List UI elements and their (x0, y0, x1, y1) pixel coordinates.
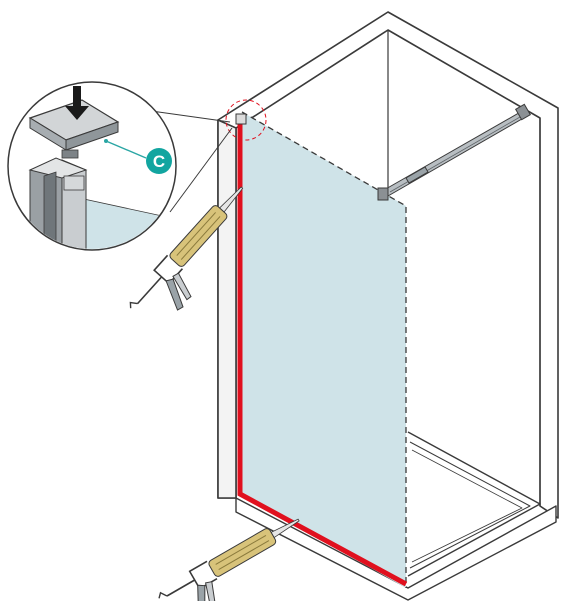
tray-rim-inner-2 (411, 449, 523, 563)
profile-cap-block (235, 113, 247, 125)
glass-panel (241, 111, 407, 588)
callout-letter: C (153, 152, 165, 171)
caulking-gun-icon (129, 186, 244, 311)
gun-trigger (172, 272, 192, 301)
down-arrow-icon (65, 86, 89, 120)
caulking-gun-icon (158, 518, 300, 601)
tray-rim-top (407, 431, 541, 577)
detail-highlight-circle (225, 99, 267, 141)
shower-tray (235, 431, 557, 601)
gun-cartridge-stripe (176, 212, 216, 256)
glass-dashed-edge (241, 111, 407, 588)
gun-cartridge (208, 528, 277, 577)
gun-plunger-rod (166, 579, 196, 597)
glass-pane (242, 112, 406, 588)
inset-cap-tab (61, 149, 79, 159)
stabiliser-bar (377, 103, 532, 201)
gun-cartridge-stripe-2 (218, 540, 270, 571)
gun-cartridge (169, 205, 228, 267)
gun-plunger-hook (158, 591, 168, 599)
sealant-line (237, 124, 408, 587)
badge-leader-dot (104, 139, 108, 143)
tray-outer (235, 497, 557, 601)
gun-cartridge-stripe-2 (180, 216, 221, 260)
inset-cap-side (65, 121, 119, 151)
inset-leader-bottom (169, 127, 233, 213)
bar-glass-clamp (377, 187, 389, 201)
badge-leader (105, 140, 147, 159)
inset-profile-channel (43, 171, 57, 249)
gun-cartridge-stripe (215, 534, 267, 565)
left-wall-face (217, 119, 237, 499)
gun-plunger-rod (136, 276, 163, 305)
callout-badge (146, 148, 172, 174)
profile-top-cap (235, 113, 247, 125)
gun-handle (165, 278, 184, 311)
tray-rim-inner (409, 441, 531, 569)
gun-plunger-hook (129, 301, 138, 309)
bar-sleeve (405, 166, 429, 184)
bar-wall-bracket (514, 103, 532, 121)
gun-handle (197, 584, 206, 601)
gun-trigger (205, 581, 217, 601)
inset-clip-part (63, 175, 85, 191)
